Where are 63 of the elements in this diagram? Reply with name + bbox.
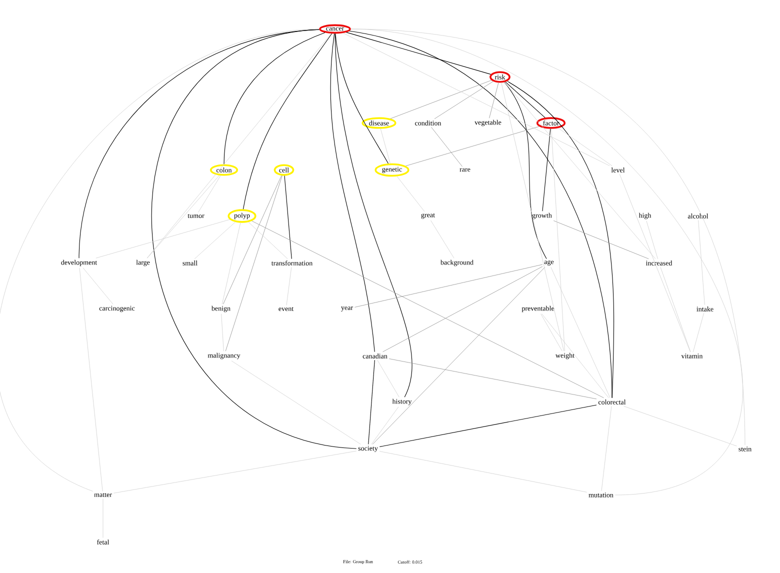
connector (113, 450, 357, 494)
connector (624, 406, 737, 446)
connector (194, 222, 236, 260)
connector (382, 266, 543, 352)
connector (354, 264, 543, 308)
connector (646, 220, 658, 260)
connector (334, 33, 412, 398)
connector (396, 176, 425, 212)
connector (692, 312, 704, 352)
connector (619, 174, 691, 352)
connector (601, 406, 612, 492)
connector (286, 266, 292, 306)
connector (146, 33, 332, 258)
connector (224, 32, 326, 164)
connector (379, 451, 588, 492)
connector (551, 128, 565, 352)
connector (505, 82, 546, 118)
connector (242, 33, 332, 210)
connector (504, 82, 547, 260)
connector (82, 268, 114, 304)
connector (371, 406, 399, 444)
connector (380, 128, 390, 164)
connector (198, 175, 221, 213)
connector (221, 314, 224, 352)
connector (434, 81, 494, 120)
connector (506, 80, 614, 398)
connector (330, 33, 375, 352)
connector (489, 82, 499, 118)
connector (540, 314, 562, 352)
connector (430, 220, 454, 258)
connector (431, 126, 463, 167)
connector (96, 219, 230, 258)
connector (346, 32, 492, 75)
connector (231, 360, 361, 444)
connector (248, 222, 288, 260)
connector (542, 314, 609, 398)
connector (223, 175, 282, 304)
connector (0, 28, 320, 492)
connector (335, 33, 389, 164)
connector (349, 30, 612, 398)
connector (553, 220, 649, 260)
connector (147, 175, 220, 258)
connector (390, 80, 492, 119)
connector (377, 360, 400, 398)
connector (501, 82, 564, 352)
connector (225, 175, 282, 352)
connector (379, 404, 597, 448)
connector (342, 32, 610, 166)
connector (388, 358, 597, 400)
connector (284, 176, 292, 260)
connector (406, 126, 540, 166)
connector (152, 29, 357, 449)
connector (542, 128, 551, 212)
connector (222, 222, 241, 304)
connector (698, 220, 705, 306)
connector (558, 128, 612, 166)
connector (372, 267, 546, 444)
connector (79, 268, 103, 492)
connector (252, 220, 604, 398)
connector (504, 82, 656, 260)
connector (368, 360, 375, 444)
connector (660, 266, 691, 352)
connector (550, 267, 610, 398)
